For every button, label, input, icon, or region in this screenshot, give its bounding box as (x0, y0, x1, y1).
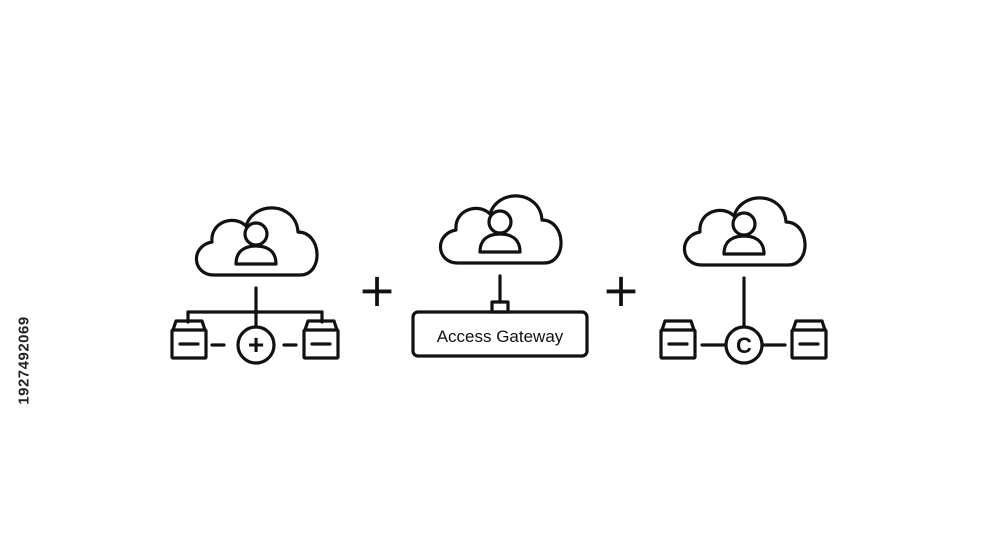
gateway-label: Access Gateway (437, 327, 564, 346)
stock-image-id: 1927492069 (15, 316, 33, 405)
cloud-user-icon (438, 194, 563, 265)
cloud-user-icon (194, 206, 319, 277)
add-circle-icon (236, 325, 276, 365)
add-symbol: + (248, 329, 264, 360)
folder-minus-icon (790, 319, 828, 360)
cloud-network-add: + (170, 206, 340, 365)
folder-minus-icon (170, 319, 208, 360)
plus-operator: + (602, 263, 641, 317)
folder-minus-icon (659, 319, 697, 360)
cloud-access-gateway: Access Gateway (411, 194, 589, 358)
copyright-circle-icon (724, 325, 764, 365)
copyright-symbol: C (736, 333, 752, 358)
cloud-network-copyright: C (659, 196, 828, 365)
plus-operator: + (358, 263, 397, 317)
cloud-user-icon (682, 196, 807, 267)
folder-minus-icon (302, 319, 340, 360)
gateway-box (411, 310, 589, 358)
